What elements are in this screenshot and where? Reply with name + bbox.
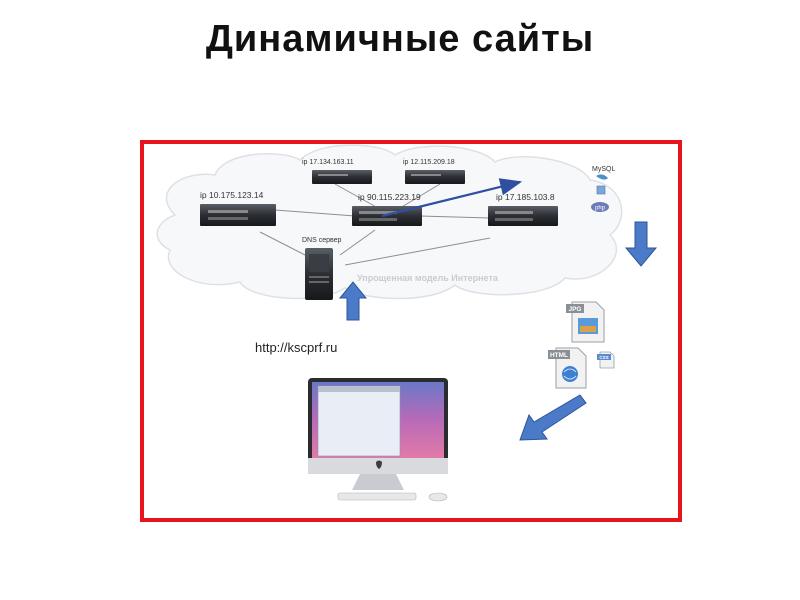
svg-text:JPG: JPG	[568, 306, 581, 313]
php-icon: php	[591, 202, 609, 212]
css-file-icon: CSS	[597, 351, 615, 369]
mysql-icon: MySQL	[592, 166, 615, 195]
server-ip: ip 17.134.163.11	[302, 159, 354, 166]
server-ip: ip 90.115.223.19	[358, 192, 421, 202]
up-arrow	[338, 281, 368, 321]
html-file-icon: HTML	[548, 347, 587, 389]
response-arrow	[519, 394, 587, 441]
cloud-caption: Упрощенная модель Интернета	[357, 273, 499, 283]
server-ip: ip 12.115.209.18	[403, 159, 455, 166]
server-ip: ip 10.175.123.14	[200, 190, 264, 200]
svg-text:MySQL: MySQL	[592, 166, 615, 173]
request-route-arrow	[381, 178, 523, 218]
page-title: Динамичные сайты	[205, 18, 595, 60]
svg-text:HTML: HTML	[550, 352, 568, 359]
server-top-left: ip 17.134.163.11	[302, 159, 372, 184]
site-url: http://kscprf.ru	[255, 340, 337, 355]
svg-text:CSS: CSS	[599, 355, 608, 360]
network-links	[259, 183, 491, 266]
desktop-computer	[308, 378, 448, 502]
dns-label: DNS сервер	[302, 237, 342, 244]
server-top-right: ip 12.115.209.18	[403, 159, 465, 184]
svg-text:php: php	[595, 206, 606, 212]
server-ip: ip 17.185.103.8	[496, 192, 555, 202]
server-left: ip 10.175.123.14	[200, 190, 276, 226]
jpg-file-icon: JPG	[566, 301, 605, 343]
down-arrow	[624, 221, 658, 267]
dns-server: DNS сервер	[302, 237, 342, 300]
server-right: ip 17.185.103.8	[488, 192, 558, 226]
